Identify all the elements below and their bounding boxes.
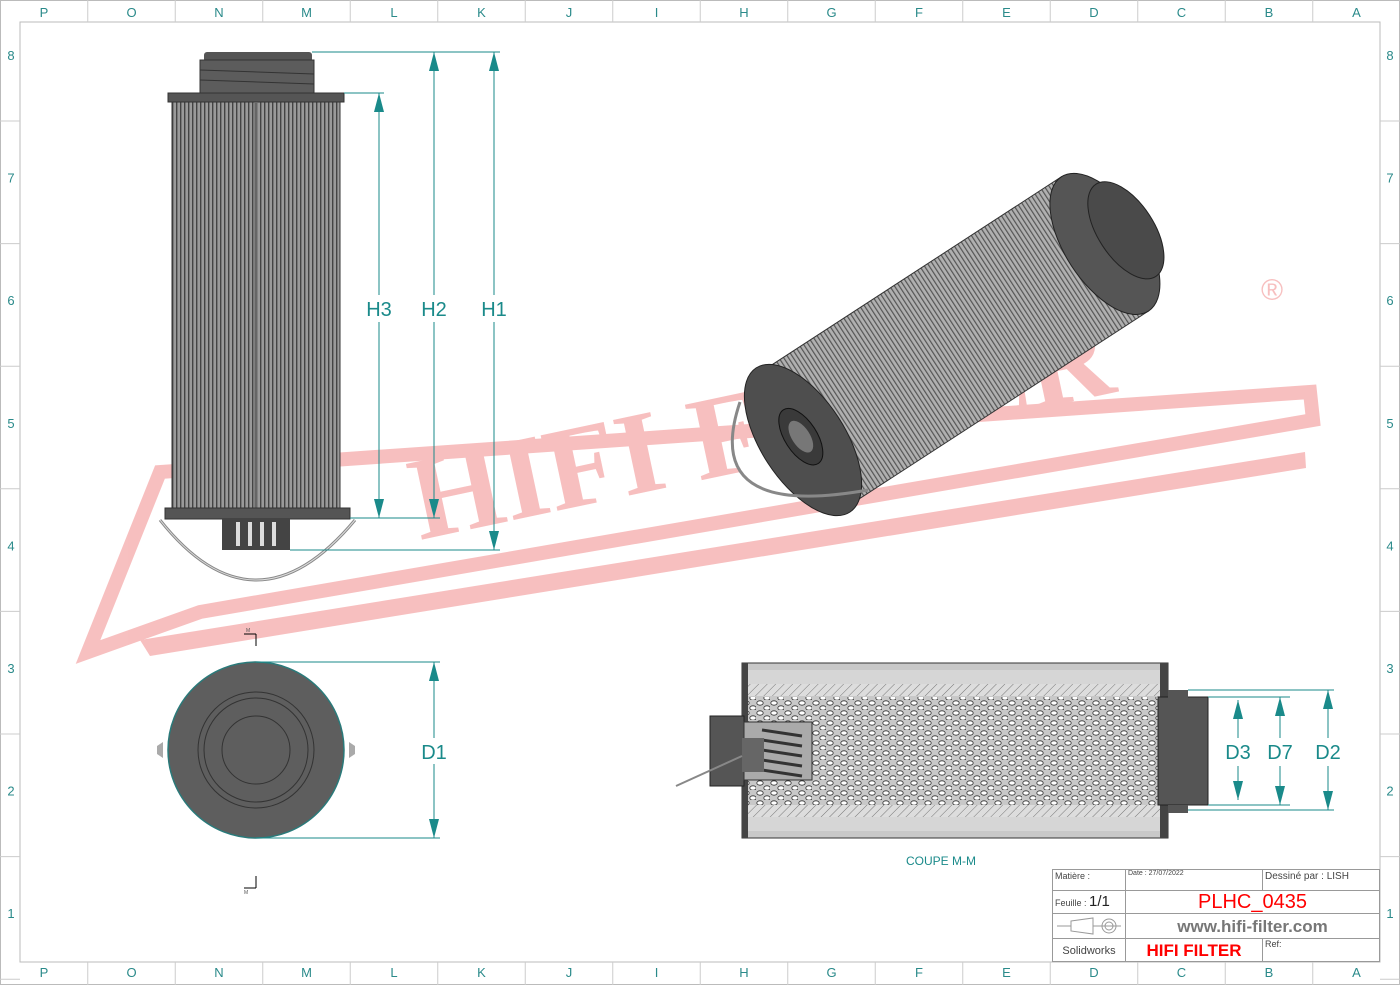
front-dimensions: H3 H2 H1: [290, 51, 507, 551]
grid-column-label: L: [390, 5, 397, 20]
grid-column-label: P: [40, 5, 49, 20]
grid-row-label: 8: [1386, 48, 1393, 63]
registered-mark: ®: [1261, 274, 1283, 307]
grid-column-label: B: [1265, 965, 1274, 980]
grid-column-label: J: [566, 5, 573, 20]
sheet-value: 1/1: [1089, 893, 1110, 910]
projection-symbol-icon: [1057, 917, 1121, 935]
grid-column-label: I: [655, 5, 659, 20]
grid-row-label: 6: [7, 293, 14, 308]
grid-column-label: D: [1089, 965, 1098, 980]
grid-column-label: M: [301, 5, 312, 20]
grid-row-label: 8: [7, 48, 14, 63]
part-number: PLHC_0435: [1198, 891, 1307, 913]
dim-h1: H1: [481, 299, 507, 321]
grid-column-label: O: [126, 965, 136, 980]
section-marker-top: M: [246, 628, 250, 634]
grid-column-label: G: [826, 5, 836, 20]
grid-column-label: F: [915, 5, 923, 20]
grid-column-label: B: [1265, 5, 1274, 20]
grid-column-label: H: [739, 5, 748, 20]
grid-column-label: G: [826, 965, 836, 980]
dim-d3: D3: [1225, 742, 1251, 764]
website: www.hifi-filter.com: [1177, 917, 1328, 936]
date-label: Date : 27/07/2022: [1128, 870, 1184, 877]
dim-h3: H3: [366, 299, 392, 321]
grid-column-label: D: [1089, 5, 1098, 20]
drawn-by-cell: Dessiné par : LISH: [1262, 869, 1380, 891]
grid-row-label: 3: [7, 661, 14, 676]
grid-row-label: 3: [1386, 661, 1393, 676]
grid-column-label: E: [1002, 5, 1011, 20]
grid-column-label: M: [301, 965, 312, 980]
matiere-label: Matière :: [1055, 871, 1091, 881]
software: Solidworks: [1062, 945, 1116, 957]
grid-column-label: E: [1002, 965, 1011, 980]
grid-row-label: 6: [1386, 293, 1393, 308]
isometric-view: [730, 172, 1165, 517]
grid-column-label: N: [214, 965, 223, 980]
section-marker-bottom: M: [244, 890, 248, 896]
sheet-label: Feuille :: [1055, 898, 1087, 908]
grid-column-label: C: [1177, 5, 1186, 20]
grid-row-label: 4: [7, 538, 14, 553]
ref-cell: Ref:: [1262, 938, 1380, 962]
grid-column-label: C: [1177, 965, 1186, 980]
sheet-cell: Feuille : 1/1: [1052, 890, 1126, 914]
ref-label: Ref:: [1265, 939, 1282, 949]
grid-column-label: P: [40, 965, 49, 980]
software-cell: Solidworks: [1052, 938, 1126, 962]
grid-row-label: 2: [7, 784, 14, 799]
grid-column-label: O: [126, 5, 136, 20]
grid-row-label: 5: [7, 416, 14, 431]
grid-row-label: 1: [7, 906, 14, 921]
front-view: [158, 52, 357, 582]
grid-row-label: 7: [1386, 171, 1393, 186]
grid-column-label: A: [1352, 965, 1361, 980]
matiere-cell: Matière :: [1052, 869, 1126, 891]
dim-d1: D1: [421, 742, 447, 764]
grid-column-label: N: [214, 5, 223, 20]
brand-cell: HIFI FILTER: [1125, 938, 1263, 962]
grid-column-label: K: [477, 965, 486, 980]
grid-row-label: 1: [1386, 906, 1393, 921]
brand: HIFI FILTER: [1146, 941, 1242, 960]
grid-row-label: 2: [1386, 784, 1393, 799]
grid-column-label: A: [1352, 5, 1361, 20]
dim-d7: D7: [1267, 742, 1293, 764]
section-caption: COUPE M-M: [906, 854, 976, 868]
part-number-cell: PLHC_0435: [1125, 890, 1380, 914]
grid-row-label: 7: [7, 171, 14, 186]
dim-h2: H2: [421, 299, 447, 321]
section-view: D3 D7 D2 COUPE M-M: [675, 662, 1341, 868]
grid-column-label: F: [915, 965, 923, 980]
grid-column-label: H: [739, 965, 748, 980]
projection-symbol-cell: [1052, 913, 1126, 939]
grid-column-label: K: [477, 5, 486, 20]
grid-row-label: 4: [1386, 538, 1393, 553]
dim-d2: D2: [1315, 742, 1341, 764]
website-cell: www.hifi-filter.com: [1125, 913, 1380, 939]
grid-column-label: I: [655, 965, 659, 980]
grid-column-label: J: [566, 965, 573, 980]
date-cell: Date : 27/07/2022: [1125, 869, 1263, 891]
grid-column-label: L: [390, 965, 397, 980]
drawn-by-label: Dessiné par : LISH: [1265, 871, 1349, 882]
bottom-view: M M D1: [157, 628, 447, 896]
grid-row-label: 5: [1386, 416, 1393, 431]
